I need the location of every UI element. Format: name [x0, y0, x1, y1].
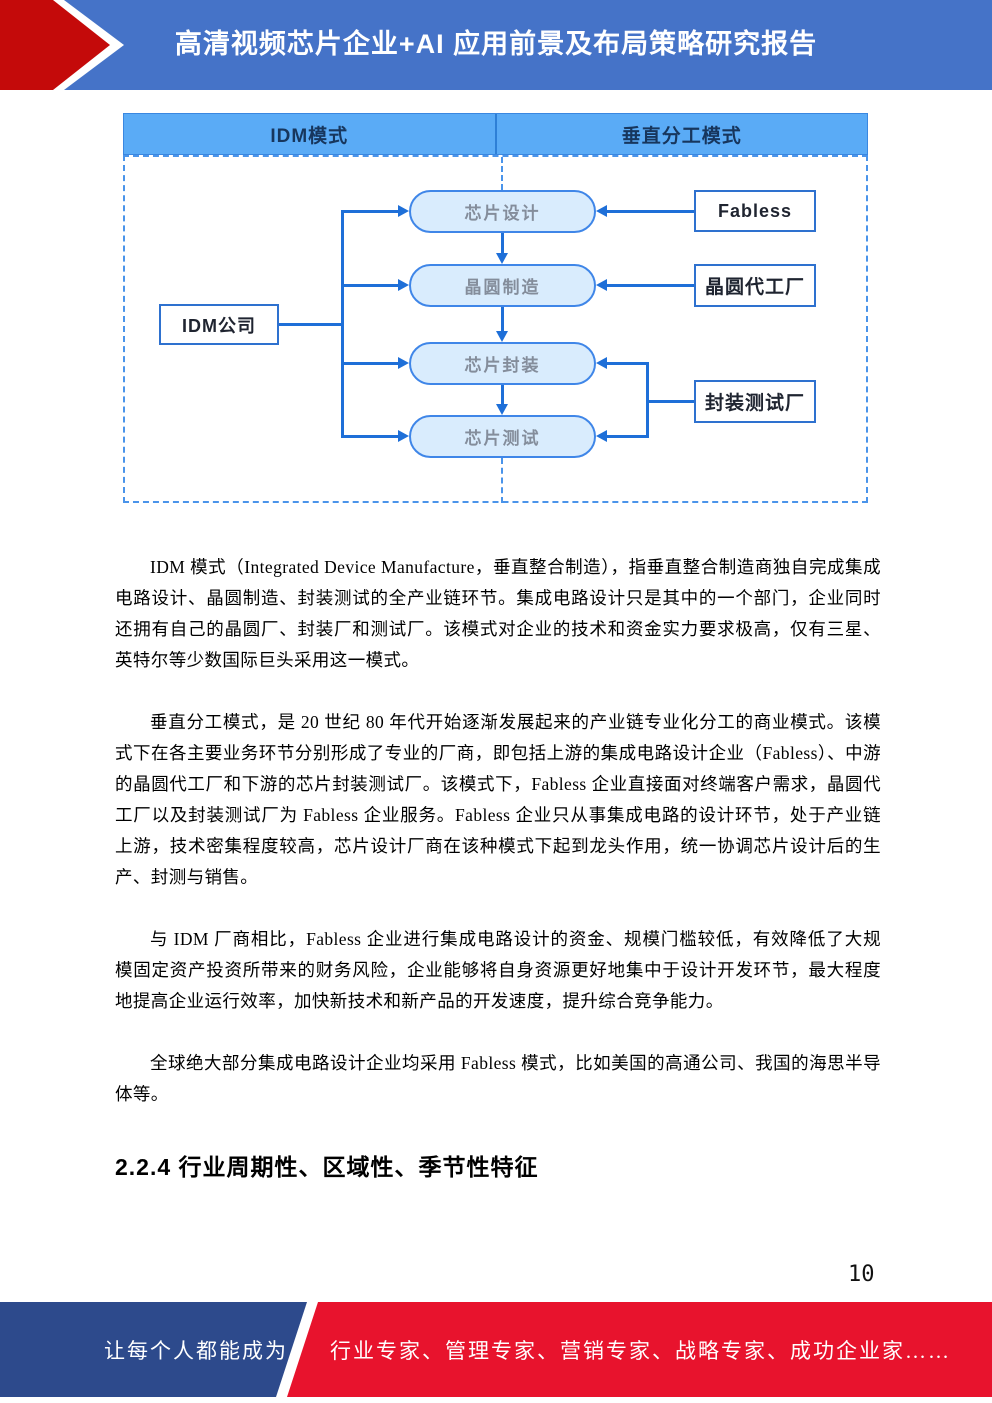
- arrow-left-icon: [596, 279, 607, 291]
- footer-blue-band: [0, 1302, 307, 1397]
- column-header-vertical: 垂直分工模式: [494, 114, 868, 154]
- connector-line: [607, 284, 694, 287]
- section-heading-2-2-4: 2.2.4 行业周期性、区域性、季节性特征: [115, 1154, 539, 1180]
- center-dashed-line-top: [501, 157, 503, 190]
- connector-line: [646, 400, 694, 403]
- arrow-right-icon: [398, 357, 409, 369]
- connector-line: [607, 435, 649, 438]
- connector-line: [607, 362, 649, 365]
- paragraph-vertical-division: 垂直分工模式，是 20 世纪 80 年代开始逐渐发展起来的产业链专业化分工的商业…: [115, 712, 881, 887]
- page-header-banner: 高清视频芯片企业+AI 应用前景及布局策略研究报告: [0, 0, 992, 90]
- entity-idm-company: IDM公司: [159, 304, 279, 345]
- center-dashed-line-bottom: [501, 458, 503, 503]
- connector-line: [279, 323, 342, 326]
- connector-line: [501, 385, 504, 405]
- entity-packaging-testing-factory: 封装测试厂: [694, 380, 816, 423]
- arrow-right-icon: [398, 430, 409, 442]
- connector-line: [646, 362, 649, 438]
- entity-wafer-foundry: 晶圆代工厂: [694, 264, 816, 307]
- entity-fabless: Fabless: [694, 190, 816, 232]
- body-text: IDM 模式（Integrated Device Manufacture，垂直整…: [115, 552, 881, 1183]
- arrow-left-icon: [596, 205, 607, 217]
- idm-vs-fabless-diagram: IDM模式 垂直分工模式 芯片设计 晶圆制造 芯片封装 芯片测试 IDM公司: [123, 113, 868, 503]
- diagram-column-headers: IDM模式 垂直分工模式: [123, 113, 868, 155]
- connector-line: [607, 210, 694, 213]
- paragraph-fabless-advantages: 与 IDM 厂商相比，Fabless 企业进行集成电路设计的资金、规模门槛较低，…: [115, 929, 881, 1011]
- footer-slogan-right: 行业专家、管理专家、营销专家、战略专家、成功企业家……: [330, 1338, 951, 1363]
- stage-chip-packaging: 芯片封装: [409, 342, 596, 385]
- connector-line: [341, 210, 344, 438]
- arrow-right-icon: [398, 279, 409, 291]
- column-header-idm: IDM模式: [270, 125, 349, 147]
- report-title: 高清视频芯片企业+AI 应用前景及布局策略研究报告: [174, 29, 818, 59]
- connector-line: [341, 435, 399, 438]
- page-number: 10: [848, 1262, 875, 1287]
- arrow-left-icon: [596, 357, 607, 369]
- connector-line: [501, 307, 504, 333]
- arrow-down-icon: [496, 253, 508, 264]
- paragraph-fabless-examples: 全球绝大部分集成电路设计企业均采用 Fabless 模式，比如美国的高通公司、我…: [115, 1053, 881, 1104]
- connector-line: [341, 210, 399, 213]
- connector-line: [341, 362, 399, 365]
- stage-chip-testing: 芯片测试: [409, 415, 596, 458]
- arrow-down-icon: [496, 404, 508, 415]
- footer-slogan-left: 让每个人都能成为: [104, 1338, 288, 1363]
- arrow-down-icon: [496, 331, 508, 342]
- connector-line: [341, 284, 399, 287]
- diagram-body: 芯片设计 晶圆制造 芯片封装 芯片测试 IDM公司 Fabless: [123, 155, 868, 503]
- page-footer: 让每个人都能成为 行业专家、管理专家、营销专家、战略专家、成功企业家……: [0, 1302, 992, 1397]
- connector-line: [501, 233, 504, 255]
- stage-wafer-fabrication: 晶圆制造: [409, 264, 596, 307]
- arrow-left-icon: [596, 430, 607, 442]
- stage-chip-design: 芯片设计: [409, 190, 596, 233]
- arrow-right-icon: [398, 205, 409, 217]
- paragraph-idm-mode: IDM 模式（Integrated Device Manufacture，垂直整…: [115, 557, 881, 670]
